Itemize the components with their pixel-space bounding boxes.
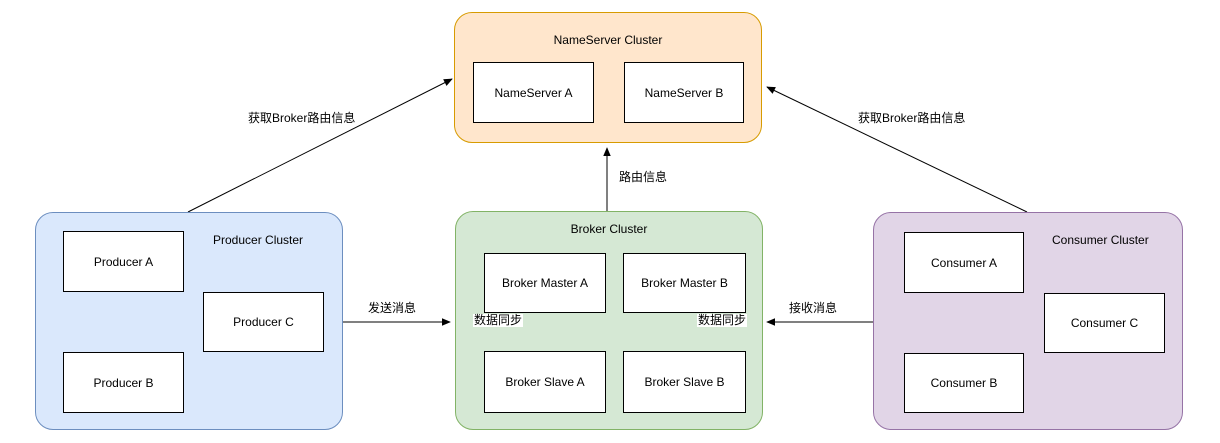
edge-label-send-message: 发送消息 — [367, 301, 418, 315]
edge-label-data-sync-a: 数据同步 — [473, 313, 524, 327]
producer-cluster: Producer Cluster Producer A Producer C P… — [35, 212, 343, 430]
node-producer-a: Producer A — [63, 231, 184, 292]
consumer-cluster: Consumer Cluster Consumer A Consumer C C… — [873, 212, 1183, 430]
edge-label-route-info: 路由信息 — [618, 170, 669, 184]
consumer-cluster-title: Consumer Cluster — [1052, 233, 1149, 247]
edge-producer-to-nameserver — [187, 78, 453, 213]
nameserver-cluster-title: NameServer Cluster — [553, 33, 663, 47]
edge-label-data-sync-b: 数据同步 — [697, 313, 748, 327]
edge-label-get-broker-route-left: 获取Broker路由信息 — [247, 111, 357, 125]
nameserver-cluster: NameServer Cluster NameServer A NameServ… — [454, 12, 762, 143]
node-broker-master-b: Broker Master B — [623, 253, 746, 313]
edge-consumer-to-nameserver — [766, 86, 1028, 213]
edge-label-get-broker-route-right: 获取Broker路由信息 — [857, 111, 967, 125]
node-broker-master-a: Broker Master A — [484, 253, 606, 313]
node-consumer-b: Consumer B — [904, 353, 1024, 413]
producer-cluster-title: Producer Cluster — [213, 233, 304, 247]
node-consumer-a: Consumer A — [904, 232, 1024, 293]
node-broker-slave-b: Broker Slave B — [623, 351, 746, 413]
broker-cluster-title: Broker Cluster — [570, 222, 648, 236]
node-broker-slave-a: Broker Slave A — [484, 351, 606, 413]
node-nameserver-a: NameServer A — [473, 62, 594, 123]
node-consumer-c: Consumer C — [1044, 293, 1165, 353]
broker-cluster: Broker Cluster Broker Master A Broker Ma… — [455, 211, 763, 430]
node-producer-b: Producer B — [63, 352, 184, 413]
edge-label-receive-message: 接收消息 — [788, 301, 839, 315]
node-nameserver-b: NameServer B — [624, 62, 744, 123]
node-producer-c: Producer C — [203, 292, 324, 352]
